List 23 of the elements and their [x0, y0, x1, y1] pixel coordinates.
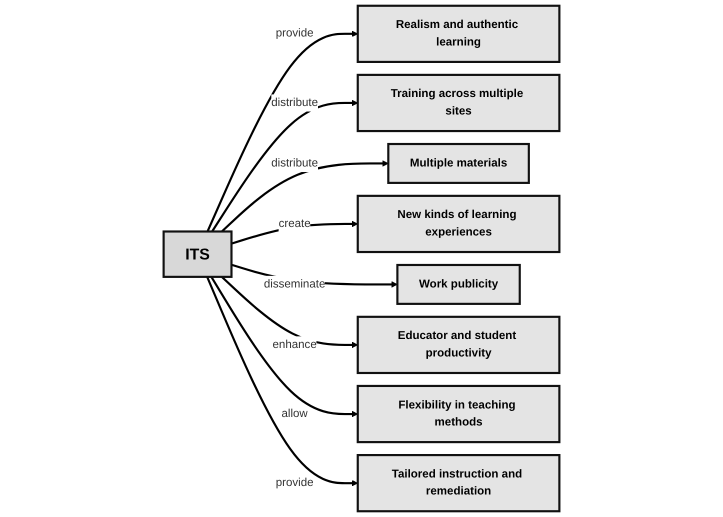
- arrow: [206, 30, 358, 232]
- node-box: Educator and student productivity: [356, 316, 560, 374]
- arrow: [206, 276, 358, 486]
- edge-label: provide: [276, 476, 314, 489]
- node-box: Multiple materials: [387, 142, 530, 184]
- edge-label: enhance: [272, 338, 317, 351]
- arrow: [221, 276, 358, 348]
- edge-label: disseminate: [264, 278, 326, 290]
- node-box: ITS: [162, 230, 233, 278]
- edge-label: provide: [276, 27, 314, 40]
- edge-label: create: [278, 217, 311, 230]
- edge-label: distribute: [271, 96, 318, 109]
- arrow: [210, 276, 358, 418]
- arrow: [221, 160, 389, 232]
- edge-label: allow: [281, 408, 308, 420]
- node-box: Realism and authentic learning: [356, 4, 560, 63]
- node-box: Work publicity: [396, 264, 521, 305]
- node-box: New kinds of learning experiences: [356, 194, 560, 254]
- node-box: Training across multiple sites: [356, 74, 560, 132]
- node-box: Tailored instruction and remediation: [356, 454, 560, 512]
- edge-label: distribute: [271, 156, 318, 170]
- node-box: Flexibility in teaching methods: [356, 384, 560, 444]
- arrow: [211, 100, 358, 232]
